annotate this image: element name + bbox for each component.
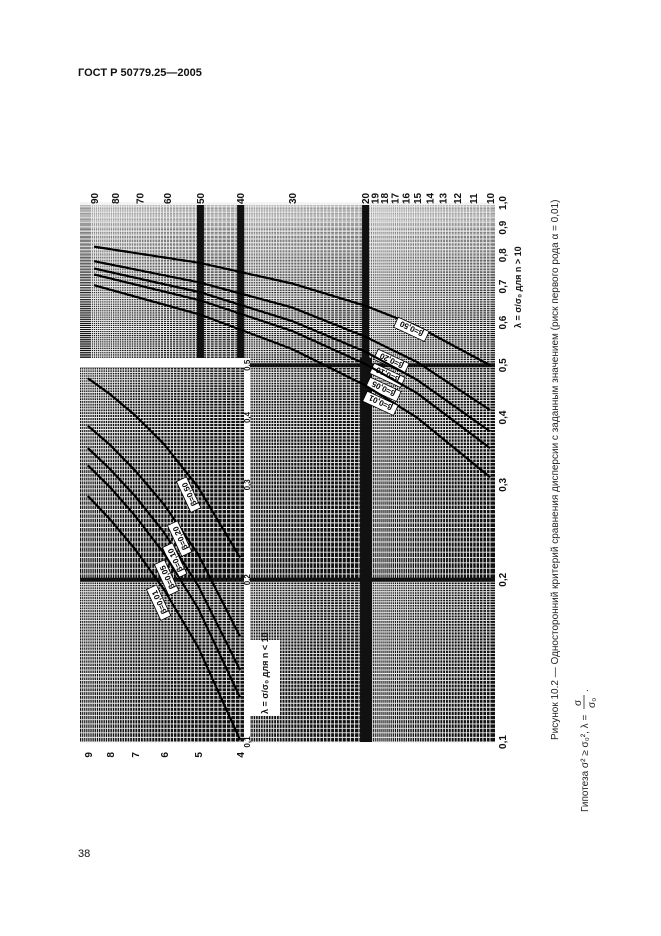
grid-band [237,205,245,358]
curve-label-box [362,390,399,417]
grid-band [196,205,204,358]
n-tick-label-small: 6 [160,752,171,758]
curve-main-β=0,50 [93,245,491,367]
grid-bands [80,205,495,742]
curve-small-β=0,50 [87,377,241,558]
n-tick-label: 40 [236,192,247,204]
n-tick-label: 11 [469,193,480,204]
n-tick-label: 20 [361,192,372,204]
n-tick-label: 15 [413,192,424,204]
n-tick-label: 16 [401,192,412,204]
n-tick-label: 13 [439,192,450,204]
curves: β=0,50β=0,50β=0,20β=0,20β=0,10β=0,10β=0,… [87,245,491,741]
grid-band [80,577,495,582]
curve-small-β=0,01 [87,495,242,741]
n-tick-label: 80 [111,192,122,204]
fraction-numerator: σ [573,699,584,706]
curve-small-β=0,20 [87,424,241,637]
lambda-tick-label: 0,8 [498,248,509,262]
curve-main-β=0,20 [93,260,491,411]
n-tick-label-small: 9 [84,752,95,758]
n-tick-label: 50 [196,192,207,204]
curve-label-box [166,520,193,557]
page-number: 38 [78,848,90,860]
lambda-tick-label: 0,9 [498,220,509,234]
panel-gap-vertical [244,358,250,742]
n-tick-label-small: 4 [236,752,247,758]
curve-main-β=0,05 [93,273,491,449]
grid-band [80,363,495,368]
n-tick-label: 18 [380,192,391,204]
lambda-tick-label: 0,7 [498,279,509,293]
lambda-tick-label: 0,1 [498,735,509,749]
n-tick-label: 12 [453,192,464,204]
lambda-tick-label-small: 0,2 [243,574,252,586]
curve-label-box [145,584,172,621]
small-axis-label-box [250,640,280,716]
small-panel-axis-label: λ = σ/σ₀ для n < 10 [260,632,270,714]
n-tick-label: 30 [288,192,299,204]
lambda-tick-label-small: 0,3 [243,479,252,491]
document-header: ГОСТ Р 50779.25—2005 [78,67,202,79]
n-tick-label: 90 [90,192,101,204]
grid-band [360,358,373,742]
figure-caption: Рисунок 10.2 — Односторонний критерий ср… [550,200,561,740]
oc-chart: β=0,50β=0,50β=0,20β=0,20β=0,10β=0,10β=0,… [80,192,523,758]
fraction-denominator: σ₀ [587,698,598,708]
curve-label-box [175,476,202,513]
curve-label-box [373,348,410,375]
lambda-tick-label: 1,0 [498,196,509,210]
panel-gap-horizontal [80,358,246,367]
n-tick-label: 19 [370,192,381,204]
lambda-tick-label: 0,3 [498,477,509,491]
n-tick-label: 14 [425,192,436,204]
hypothesis-line: Гипотеза σ² ≥ σ₀², λ = σ σ₀ . [573,689,598,812]
n-tick-label: 17 [390,192,401,204]
curve-label-box [153,559,180,596]
curve-small-β=0,10 [87,447,241,671]
hypothesis-end: . [580,689,591,692]
lambda-tick-label: 0,5 [498,358,509,372]
main-axis-label: λ = σ/σ₀ для n > 10 [513,246,523,328]
lambda-tick-label-small: 0,1 [243,736,252,748]
curve-small-β=0,05 [87,464,241,698]
lambda-tick-label-small: 0,5 [243,359,252,371]
n-tick-label: 70 [135,192,146,204]
lambda-tick-label: 0,4 [498,410,509,424]
n-tick-label: 60 [163,192,174,204]
n-tick-label-small: 5 [194,752,205,758]
hypothesis-text: Гипотеза σ² ≥ σ₀², λ = [580,715,591,812]
n-tick-label-small: 7 [131,752,142,758]
lambda-tick-label: 0,6 [498,315,509,329]
n-tick-label: 10 [486,192,497,204]
n-tick-label-small: 8 [106,752,117,758]
lambda-tick-label-small: 0,4 [243,411,252,423]
curve-main-β=0,10 [93,267,491,433]
curve-main-β=0,01 [93,284,491,479]
curve-label-box [393,316,430,343]
lambda-tick-label: 0,2 [498,572,509,586]
